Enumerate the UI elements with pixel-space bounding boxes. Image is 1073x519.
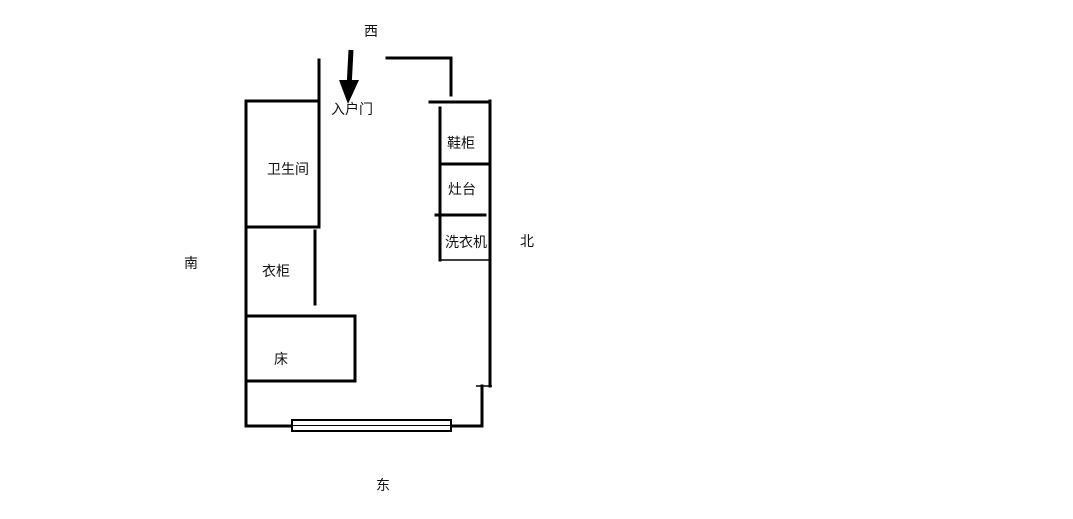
compass-south-label: 南 (184, 256, 198, 272)
bed (244, 314, 357, 383)
bathroom (244, 99, 321, 229)
bed-label: 床 (274, 352, 288, 368)
stove-label: 灶台 (448, 182, 476, 198)
entrance-area (317, 49, 453, 104)
compass-west-label: 西 (364, 24, 378, 40)
washing-machine-label: 洗衣机 (445, 235, 487, 251)
window (291, 419, 452, 432)
compass-north-label: 北 (520, 234, 534, 250)
entrance-label: 入户门 (331, 101, 373, 118)
wardrobe-label: 衣柜 (262, 264, 290, 280)
entrance-arrow-icon (339, 49, 359, 104)
outer-walls (244, 99, 492, 428)
kitchen-cabinets (434, 106, 490, 262)
compass-east-label: 东 (376, 478, 390, 494)
shoe-cabinet-label: 鞋柜 (447, 136, 475, 152)
bathroom-label: 卫生间 (267, 162, 309, 178)
